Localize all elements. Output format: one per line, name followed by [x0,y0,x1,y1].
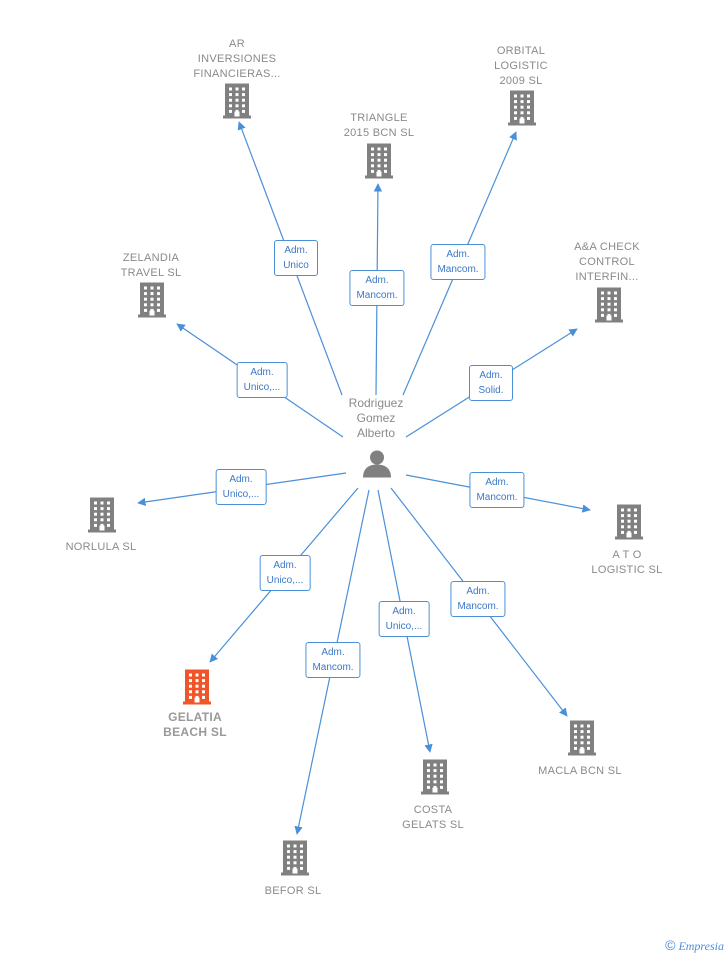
building-icon[interactable] [593,287,625,328]
building-icon[interactable] [86,497,118,538]
company-label-orbital[interactable]: ORBITAL LOGISTIC 2009 SL [494,45,548,87]
role-badge-macla[interactable]: Adm. Mancom. [450,581,506,617]
role-badge-ar[interactable]: Adm. Unico [274,240,318,276]
footer-brand: © Empresia [665,937,724,954]
company-label-gelatia[interactable]: GELATIA BEACH SL [163,710,227,739]
role-badge-triangle[interactable]: Adm. Mancom. [349,270,405,306]
building-icon[interactable] [279,840,311,881]
building-icon[interactable] [506,90,538,131]
company-label-zelandia[interactable]: ZELANDIA TRAVEL SL [120,252,182,279]
role-badge-zelandia[interactable]: Adm. Unico,... [236,362,288,398]
role-badge-ato[interactable]: Adm. Mancom. [469,472,525,508]
company-label-norlula[interactable]: NORLULA SL [65,541,137,553]
building-icon[interactable] [181,669,213,710]
brand-name: Empresia [678,939,724,953]
role-badge-costa[interactable]: Adm. Unico,... [378,601,430,637]
building-icon[interactable] [363,143,395,184]
role-badge-norlula[interactable]: Adm. Unico,... [215,469,267,505]
company-label-befor[interactable]: BEFOR SL [264,885,322,897]
center-person-label: Rodriguez Gomez Alberto [348,396,404,440]
copyright-icon: © [665,937,676,953]
company-label-ato[interactable]: A T O LOGISTIC SL [591,549,663,576]
role-badge-gelatia[interactable]: Adm. Unico,... [259,555,311,591]
company-label-costa[interactable]: COSTA GELATS SL [402,804,464,831]
building-icon[interactable] [566,720,598,761]
company-label-macla[interactable]: MACLA BCN SL [538,765,622,777]
company-label-aacheck[interactable]: A&A CHECK CONTROL INTERFIN... [574,241,640,283]
role-badge-orbital[interactable]: Adm. Mancom. [430,244,486,280]
building-icon[interactable] [136,282,168,323]
building-icon[interactable] [419,759,451,800]
building-icon[interactable] [613,504,645,545]
role-badge-aacheck[interactable]: Adm. Solid. [469,365,513,401]
building-icon[interactable] [221,83,253,124]
role-badge-befor[interactable]: Adm. Mancom. [305,642,361,678]
company-label-triangle[interactable]: TRIANGLE 2015 BCN SL [343,112,415,139]
company-label-ar[interactable]: AR INVERSIONES FINANCIERAS... [193,38,281,80]
person-icon[interactable] [362,449,392,484]
